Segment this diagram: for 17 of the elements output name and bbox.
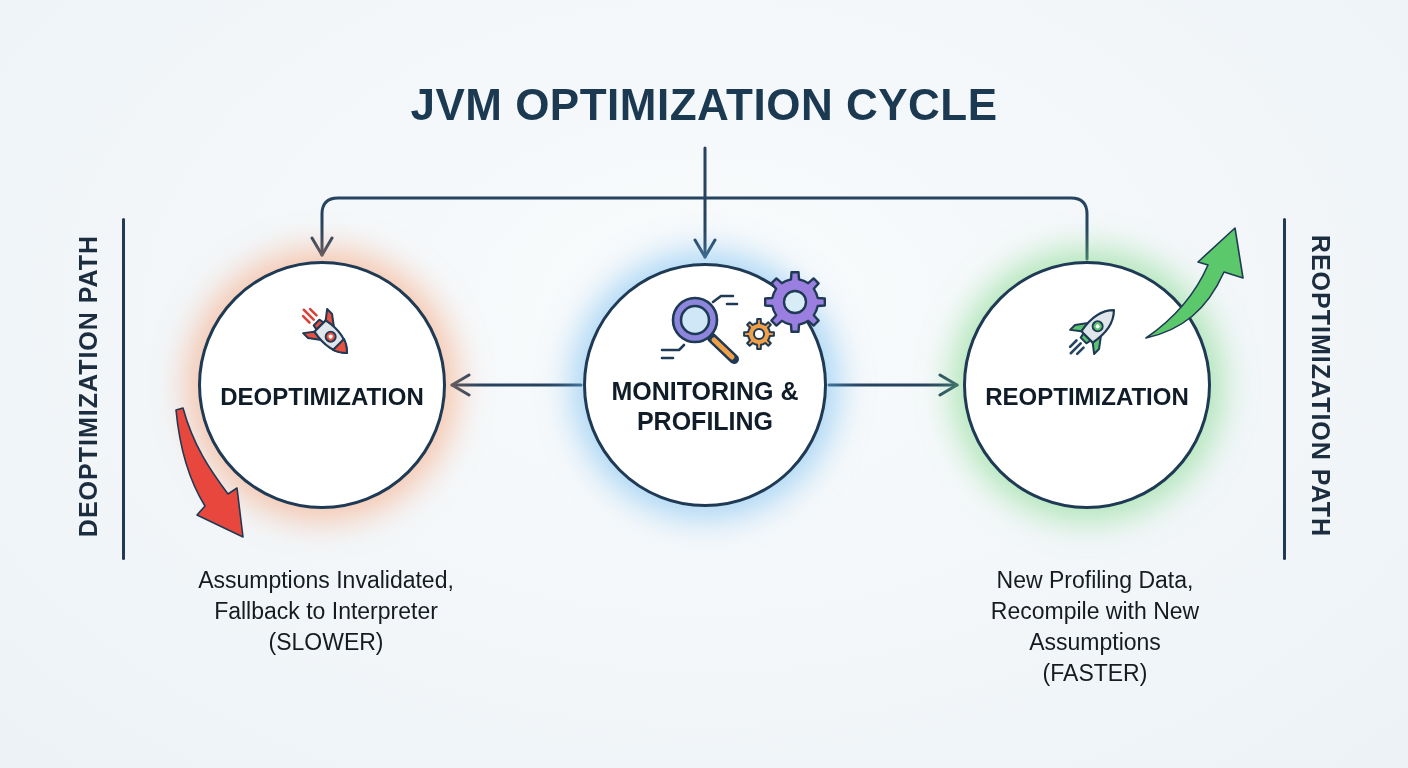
description-text: New Profiling Data, Recompile with New Assumptions (989, 566, 1201, 657)
circle-label: DEOPTIMIZATION (219, 382, 425, 412)
arrow (310, 196, 1089, 261)
stage-circle (583, 263, 827, 507)
stage-circle (963, 261, 1211, 509)
diagram-title: JVM OPTIMIZATION CYCLE (409, 80, 999, 130)
arrow (450, 373, 583, 397)
description-text: (SLOWER) (268, 628, 384, 657)
stage-circle (198, 261, 446, 509)
description-text: Assumptions Invalidated, Fallback to Interpreter (197, 566, 455, 626)
path-label: REOPTIMIZATION PATH (1307, 234, 1335, 538)
description-text: (FASTER) (1042, 659, 1148, 688)
path-label: DEOPTIMIZATION PATH (74, 234, 102, 538)
arrow (827, 373, 959, 397)
circle-label: MONITORING & PROFILING (610, 376, 800, 436)
arrow (693, 146, 717, 259)
circle-label: REOPTIMIZATION (984, 382, 1190, 412)
